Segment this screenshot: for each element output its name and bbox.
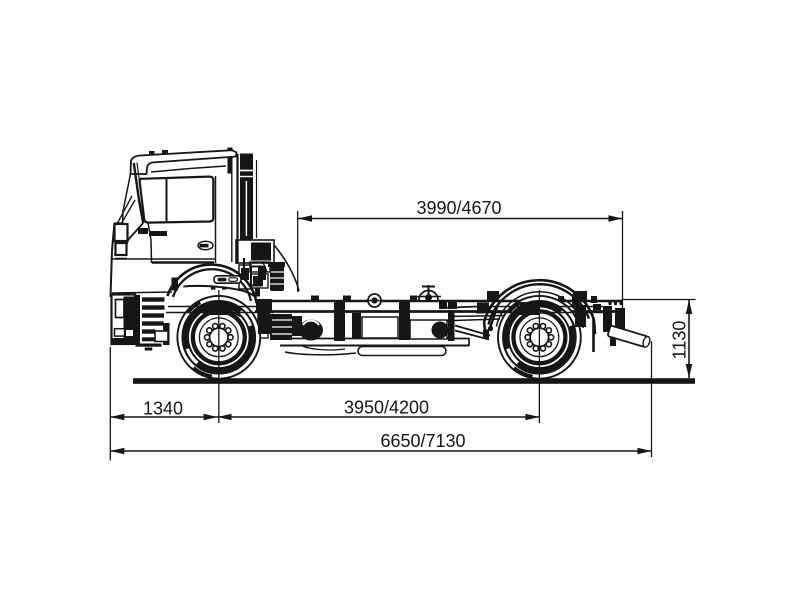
svg-text:3950/4200: 3950/4200 [344, 398, 429, 418]
svg-text:6650/7130: 6650/7130 [380, 431, 465, 451]
svg-text:1130: 1130 [670, 321, 690, 360]
svg-text:1340: 1340 [143, 399, 183, 419]
svg-text:3990/4670: 3990/4670 [416, 198, 501, 218]
